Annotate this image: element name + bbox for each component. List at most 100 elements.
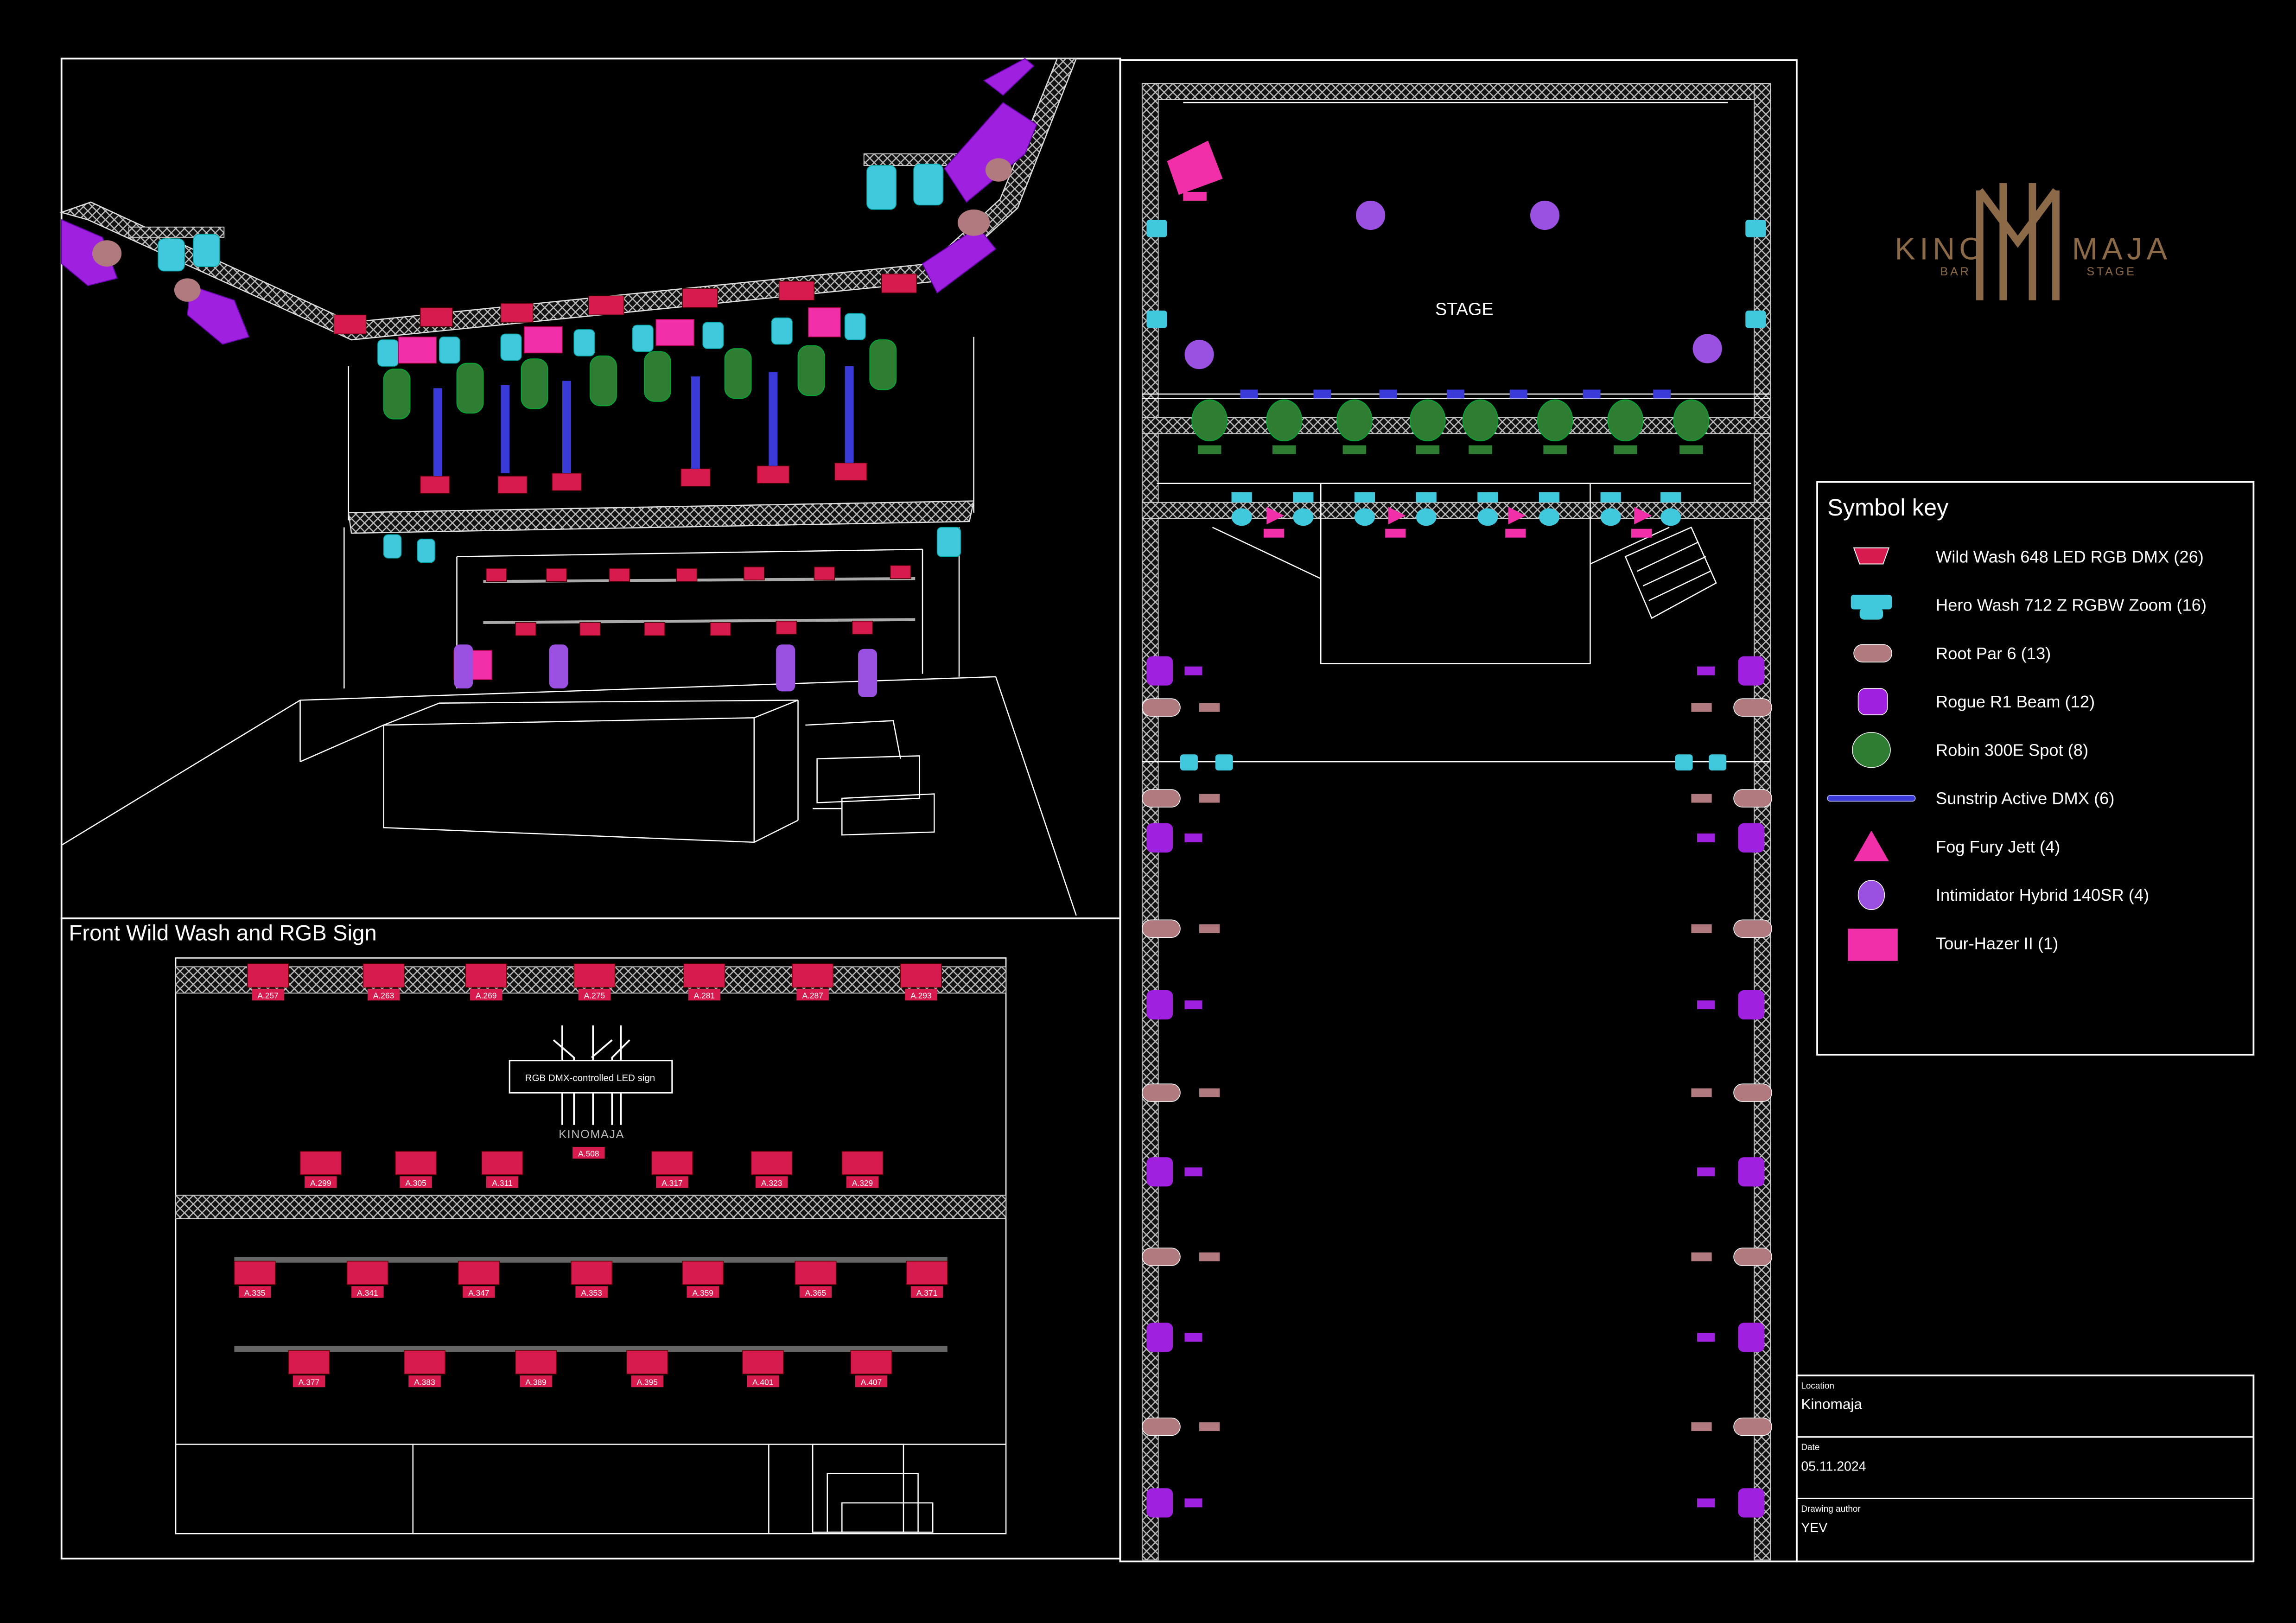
- root-par-tag: [1199, 794, 1220, 803]
- front-pipe-2: [234, 1346, 948, 1352]
- wild-wash-fixture: A.401: [742, 1350, 784, 1388]
- logo-sub-right: STAGE: [2086, 265, 2136, 278]
- fixture-address: A.401: [752, 1378, 773, 1387]
- wild-wash-icon: [573, 963, 616, 988]
- stage-label: STAGE: [1435, 299, 1494, 319]
- fixture-address-tag: [855, 1375, 888, 1388]
- wild-wash-fixture: A.329: [841, 1151, 884, 1188]
- wild-wash-fixture: A.287: [792, 963, 834, 1001]
- fixture-address: A.365: [805, 1288, 826, 1298]
- hero-wash-icon: [1477, 508, 1498, 526]
- legend-item-label: Wild Wash 648 LED RGB DMX (26): [1936, 547, 2204, 566]
- fixture-address-tag: [796, 988, 829, 1001]
- wild-wash-icon: [571, 1260, 613, 1285]
- fixture-address: A.323: [761, 1178, 782, 1188]
- perspective-view: [59, 57, 1121, 920]
- robin-spot-tag: [1613, 445, 1637, 454]
- date-label: Date: [1801, 1443, 1819, 1452]
- fixture-address-tag: [238, 1286, 271, 1298]
- sunstrip-icon: [1653, 389, 1671, 399]
- root-par-tag: [1691, 794, 1712, 803]
- wild-wash-icon: [900, 963, 942, 988]
- robin-spot-icon: [1852, 732, 1891, 768]
- robin-spot-tag: [1469, 445, 1492, 454]
- wild-wash-icon: [750, 1151, 793, 1175]
- rogue-beam-tag: [1697, 1167, 1715, 1177]
- fog-jett-icon: [1266, 507, 1285, 525]
- symbol-key: Symbol key Wild Wash 648 LED RGB DMX (26…: [1816, 481, 2255, 1056]
- root-par-icon: [1142, 1083, 1181, 1102]
- led-sign-address: A.508: [578, 1149, 599, 1158]
- robin-spot-icon: [1266, 399, 1303, 442]
- wild-wash-fixture: A.347: [458, 1260, 500, 1298]
- logo-left-word: KINO: [1895, 232, 1987, 266]
- perspective-robin-spots: [383, 339, 897, 420]
- rogue-beam-tag: [1184, 1333, 1202, 1342]
- root-par-icon: [1142, 919, 1181, 938]
- hero-wash-icon: [1354, 508, 1375, 526]
- fixture-address: A.275: [584, 991, 605, 1000]
- legend-item: Fog Fury Jett (4): [1854, 830, 2060, 861]
- upper-truss: [59, 58, 1077, 624]
- legend-item-label: Sunstrip Active DMX (6): [1936, 789, 2115, 808]
- root-par-icon: [1733, 1247, 1772, 1266]
- wild-wash-fixture: A.389: [515, 1350, 557, 1388]
- wild-wash-icon: [288, 1350, 330, 1375]
- front-pipe-1: [234, 1257, 948, 1263]
- legend-item-label: Rogue R1 Beam (12): [1936, 692, 2095, 711]
- hero-wash-tag: [1416, 492, 1437, 503]
- logo-right-word: MAJA: [2072, 232, 2172, 266]
- legend-item-label: Root Par 6 (13): [1936, 644, 2051, 663]
- fog-jett-tag: [1385, 528, 1406, 538]
- wild-wash-icon: [742, 1350, 784, 1375]
- perspective-wild-washes: [333, 274, 917, 636]
- fixture-address: A.293: [910, 991, 931, 1000]
- symbol-key-title: Symbol key: [1827, 494, 1949, 521]
- root-par-icon: [1733, 1417, 1772, 1436]
- led-sign-name: KINOMAJA: [559, 1128, 624, 1141]
- plan-fixtures: [1142, 389, 1772, 1518]
- fixture-address-tag: [656, 1176, 688, 1188]
- fixture-address-tag: [746, 1375, 779, 1388]
- wild-wash-icon: [795, 1260, 837, 1285]
- root-par-tag: [1199, 924, 1220, 933]
- fog-jett-tag: [1264, 528, 1285, 538]
- wild-wash-icon: [346, 1260, 388, 1285]
- rogue-beam-tag: [1184, 1167, 1202, 1177]
- wild-wash-fixture: A.365: [795, 1260, 837, 1298]
- plan-intimidators: [1184, 200, 1722, 369]
- wild-wash-icon: [363, 963, 405, 988]
- fixture-address: A.263: [373, 991, 394, 1000]
- fixture-address-tag: [688, 988, 721, 1001]
- robin-spot-tag: [1272, 445, 1296, 454]
- fixture-address-tag: [687, 1286, 719, 1298]
- wild-wash-icon: [465, 963, 507, 988]
- robin-spot-icon: [1537, 399, 1573, 442]
- root-par-icon: [1733, 789, 1772, 808]
- fixture-address: A.317: [661, 1178, 682, 1188]
- root-par-tag: [1199, 1252, 1220, 1261]
- fixture-address: A.389: [525, 1378, 546, 1387]
- root-par-icon: [1853, 644, 1892, 662]
- perspective-sunstrips: [433, 366, 854, 476]
- legend-item: Sunstrip Active DMX (6): [1827, 789, 2114, 808]
- legend-item: Wild Wash 648 LED RGB DMX (26): [1853, 547, 2204, 566]
- wild-wash-icon: [682, 1260, 724, 1285]
- legend-item-label: Tour-Hazer II (1): [1936, 934, 2058, 953]
- hero-wash-icon: [1709, 754, 1727, 771]
- wild-wash-fixture: A.353: [571, 1260, 613, 1298]
- root-par-tag: [1691, 1252, 1712, 1261]
- fixture-address-tag: [463, 1286, 495, 1298]
- stage-plan: STAGE: [1119, 59, 1798, 1563]
- robin-spot-tag: [1342, 445, 1367, 454]
- fixture-address-tag: [305, 1176, 337, 1188]
- rogue-beam-icon: [1146, 1488, 1173, 1518]
- wild-wash-icon: [247, 963, 289, 988]
- author-label: Drawing author: [1801, 1504, 1860, 1514]
- hero-wash-icon: [1675, 754, 1693, 771]
- wild-wash-fixture: A.395: [626, 1350, 668, 1388]
- fixture-address-tag: [470, 988, 502, 1001]
- root-par-tag: [1691, 1422, 1712, 1432]
- perspective-root-pars: [92, 158, 1012, 302]
